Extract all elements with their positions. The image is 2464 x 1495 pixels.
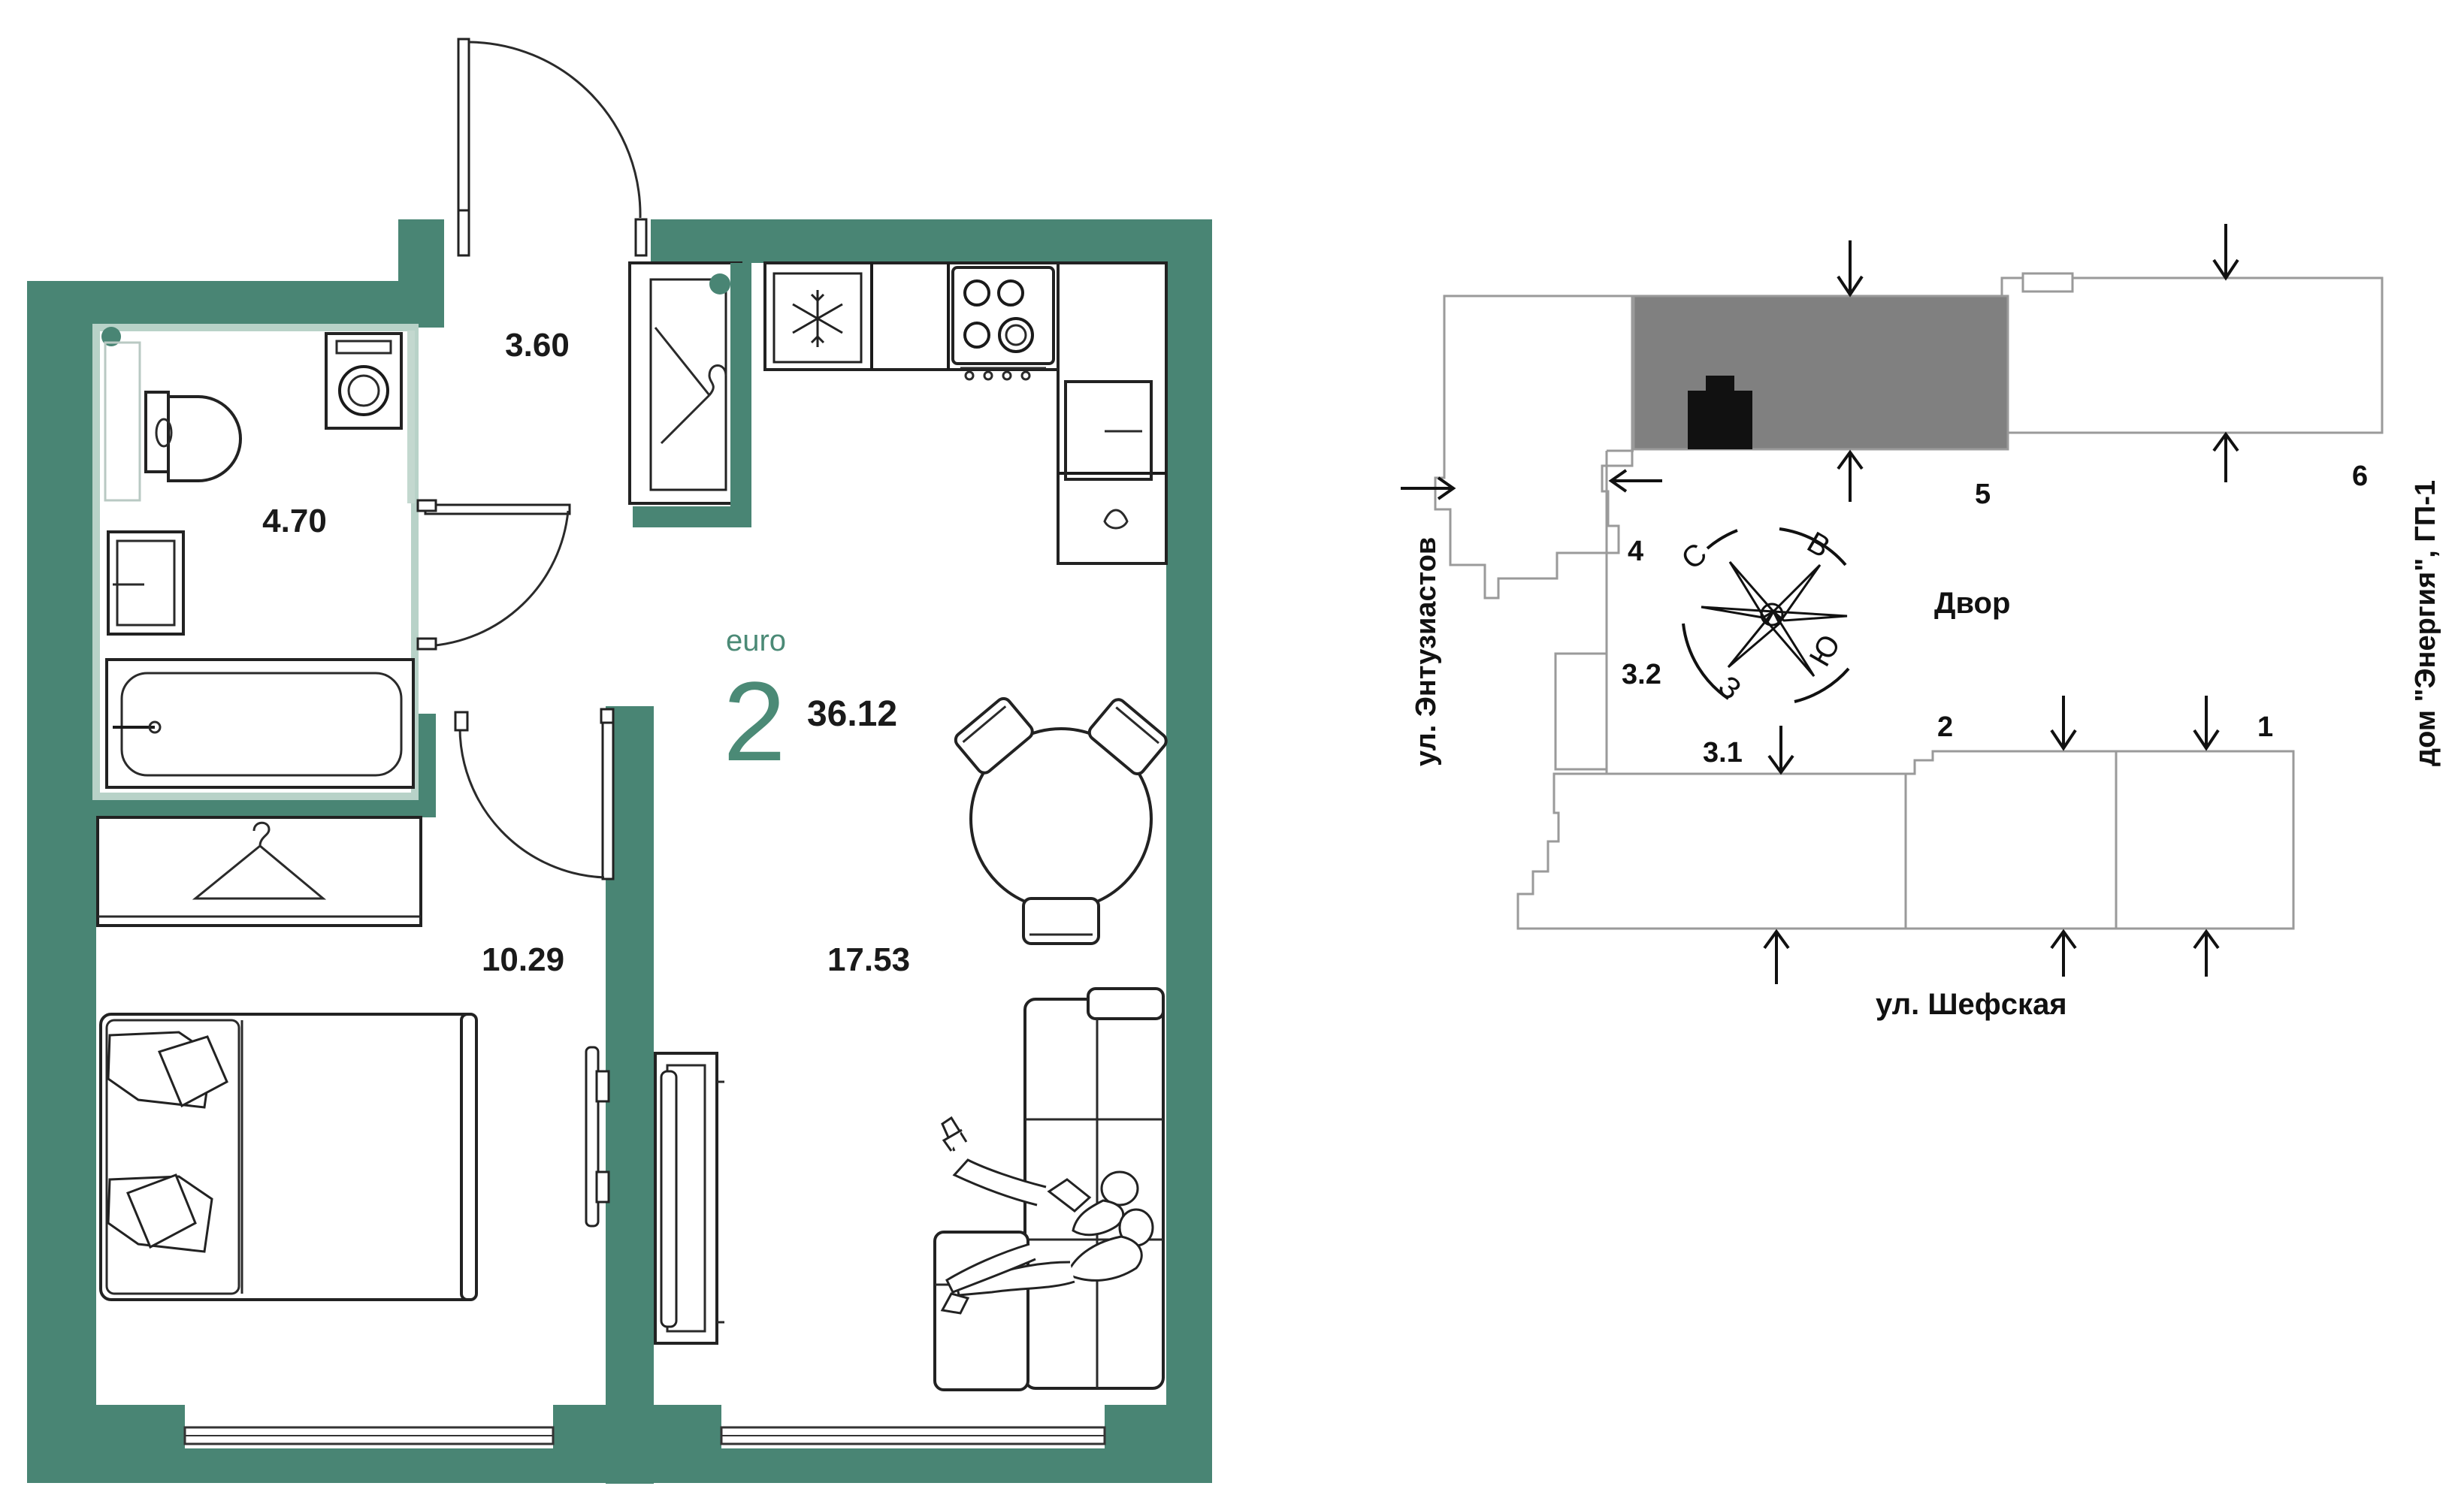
bedroom-door: [454, 708, 615, 880]
building-outlines: [1434, 272, 2384, 930]
bedroom-tv: [585, 1046, 610, 1228]
fridge: [772, 272, 863, 364]
section-label-5: 5: [1975, 479, 1991, 510]
compass-east: В: [1802, 526, 1836, 564]
entrance-arrow-icon: [1401, 224, 2239, 984]
section-label-2: 2: [1937, 711, 1953, 743]
compass-west: З: [1712, 669, 1747, 706]
washbasin: [107, 530, 185, 636]
section-label-6: 6: [2352, 461, 2368, 492]
section-label-4: 4: [1628, 536, 1643, 567]
kitchen-sink: [1064, 380, 1153, 530]
compass-icon: [1682, 527, 1850, 703]
compass-north: С: [1676, 537, 1713, 576]
room-area-bathroom: 4.70: [262, 503, 327, 539]
apartment-plan: 3.60 4.70 10.29 17.53 euro 2 36.12: [27, 38, 1212, 1484]
apartment-marker-icon: [1688, 376, 1752, 449]
windows: [183, 1405, 1106, 1448]
snowflake-icon: [792, 290, 843, 347]
site-plan: С В Ю З Двор ул. Шефская ул. Энтузиастов…: [1401, 224, 2441, 1021]
entrance-door: [457, 38, 648, 257]
room-area-living-kitchen: 17.53: [827, 941, 910, 978]
toilet-icon: [144, 391, 242, 482]
apartment-room-count: 2: [723, 658, 785, 784]
bathroom-fixtures: [101, 327, 415, 789]
compass-south: Ю: [1803, 629, 1847, 672]
room-area-bedroom: 10.29: [482, 941, 564, 978]
kitchen-counter: [763, 261, 1168, 565]
people-illustration: [940, 1116, 1154, 1315]
hanger-icon: [192, 821, 327, 900]
bedroom-wardrobe: [96, 816, 422, 927]
washing-machine-icon: [325, 332, 403, 430]
bathroom-door: [416, 499, 571, 651]
hanger-icon: [654, 327, 727, 445]
street-west-label: ул. Энтузиастов: [1410, 537, 1442, 766]
yard-label: Двор: [1934, 587, 2010, 620]
dining-table: [954, 697, 1168, 945]
section-label-3-1: 3.1: [1703, 737, 1743, 769]
apartment-type-label: euro: [726, 624, 786, 657]
room-labels: 3.60 4.70 10.29 17.53 euro 2 36.12: [262, 327, 910, 978]
section-label-1: 1: [2257, 711, 2273, 743]
hall-wardrobe: [628, 261, 751, 527]
street-south-label: ул. Шефская: [1876, 988, 2067, 1021]
stove-icon: [951, 266, 1055, 381]
bathtub: [105, 658, 415, 789]
section-label-3-2: 3.2: [1622, 659, 1661, 690]
apartment-total-area: 36.12: [807, 694, 897, 734]
room-area-hall: 3.60: [505, 327, 570, 364]
site-labels: Двор ул. Шефская ул. Энтузиастов дом "Эн…: [1410, 461, 2441, 1021]
bed: [99, 1013, 478, 1301]
neighbour-building-label: дом "Энергия", ГП-1: [2410, 480, 2441, 766]
tv-stand: [654, 1052, 724, 1345]
